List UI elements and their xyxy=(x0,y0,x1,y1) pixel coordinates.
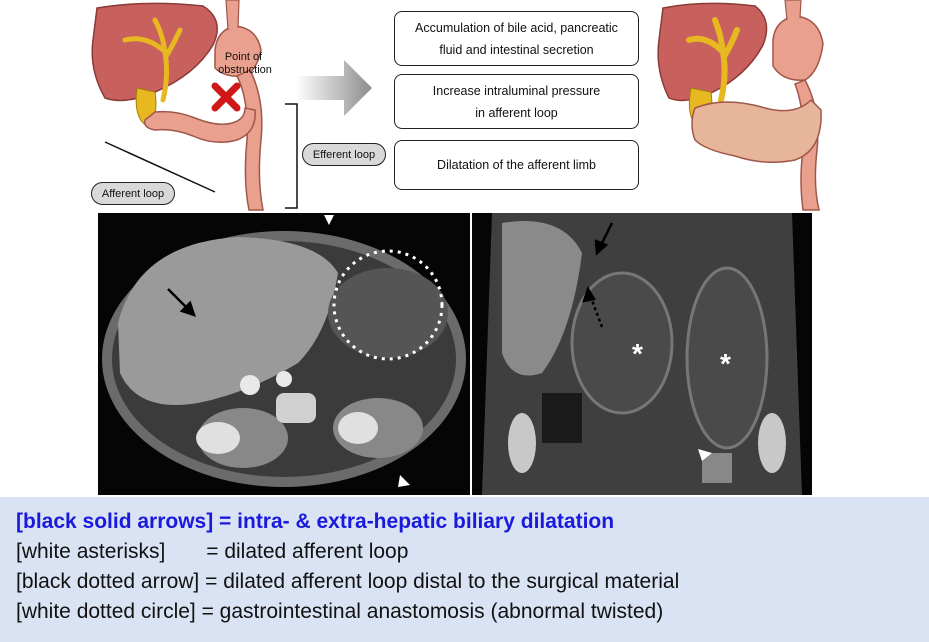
legend-line-black-dotted-arrow: [black dotted arrow] = dilated afferent … xyxy=(16,570,680,593)
afferent-loop-label: Afferent loop xyxy=(91,182,175,205)
obstruction-illustration: Point of obstruction xyxy=(85,0,305,212)
legend-line-white-asterisks: [white asterisks] = dilated afferent loo… xyxy=(16,540,409,563)
ct-coronal-scan: * * xyxy=(472,213,812,495)
black-solid-arrow-icon xyxy=(167,288,196,317)
flow-box-dilatation: Dilatation of the afferent limb xyxy=(394,140,639,190)
flow-box-pressure: Increase intraluminal pressure in affere… xyxy=(394,74,639,129)
dilated-loop-illustration xyxy=(655,0,840,212)
black-dotted-arrow-icon xyxy=(582,286,604,328)
dilated-loop-illustration-svg xyxy=(657,0,824,211)
point-of-obstruction-label: Point of obstruction xyxy=(218,51,272,76)
white-asterisk-icon: * xyxy=(720,348,731,379)
white-arrowhead-icon xyxy=(698,449,712,461)
white-arrowhead-icon xyxy=(324,215,334,225)
flow-box-accumulation: Accumulation of bile acid, pancreatic fl… xyxy=(394,11,639,66)
legend-panel: [black solid arrows] = intra- & extra-he… xyxy=(0,497,929,642)
legend-line-black-solid-arrows: [black solid arrows] = intra- & extra-he… xyxy=(16,510,615,533)
obstruction-x-icon xyxy=(211,82,241,112)
white-arrowhead-icon xyxy=(398,475,410,487)
flow-arrow-icon xyxy=(296,58,374,118)
black-solid-arrow-icon xyxy=(594,222,614,256)
obstruction-illustration-svg: Point of obstruction xyxy=(91,0,298,211)
legend-line-white-dotted-circle: [white dotted circle] = gastrointestinal… xyxy=(16,600,664,623)
white-asterisk-icon: * xyxy=(632,338,643,369)
efferent-loop-label: Efferent loop xyxy=(302,143,386,166)
white-dotted-circle-icon xyxy=(332,249,444,361)
ct-axial-scan xyxy=(98,213,470,495)
